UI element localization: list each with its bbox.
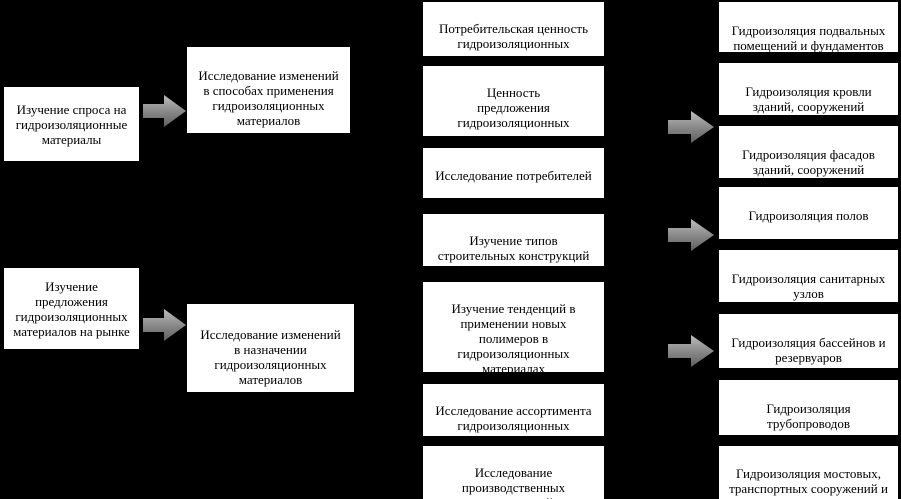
research-item: Потребительская ценность гидроизоляционн… — [423, 2, 604, 56]
research-item-label: Исследование ассортимента гидроизоляцион… — [435, 403, 592, 436]
purpose-change-label: Исследование изменений в назначении гидр… — [200, 327, 341, 387]
supply-study-label: Изучение предложения гидроизоляционных м… — [13, 278, 130, 339]
demand-study-label: Изучение спроса на гидроизоляционные мат… — [15, 101, 128, 147]
application-item-label: Гидроизоляция трубопроводов — [766, 401, 851, 431]
application-item: Гидроизоляция бассейнов и резервуаров — [719, 314, 898, 368]
arrow-to-applications-1 — [668, 111, 714, 143]
application-item-label: Гидроизоляция мостовых, транспортных соо… — [729, 466, 888, 499]
arrow-demand-to-methods — [143, 95, 186, 127]
application-item: Гидроизоляция мостовых, транспортных соо… — [719, 446, 898, 499]
application-item: Гидроизоляция санитарных узлов — [719, 250, 898, 302]
research-item: Изучение тенденций в применении новых по… — [423, 282, 604, 372]
arrow-to-applications-2 — [668, 219, 714, 251]
application-item-label: Гидроизоляция подвальных помещений и фун… — [731, 23, 886, 52]
application-item-label: Гидроизоляция фасадов зданий, сооружений — [742, 147, 875, 177]
research-item-label: Потребительская ценность гидроизоляционн… — [439, 21, 588, 56]
research-item-label: Изучение тенденций в применении новых по… — [451, 301, 576, 372]
application-item: Гидроизоляция полов — [719, 187, 898, 239]
research-item: Изучение типов строительных конструкций … — [423, 214, 604, 266]
application-item: Гидроизоляция фасадов зданий, сооружений — [719, 126, 898, 178]
research-item-label: Исследование производственных возможност… — [461, 465, 566, 499]
research-item-label: Исследование потребителей — [435, 168, 592, 183]
application-item-label: Гидроизоляция кровли зданий, сооружений — [745, 84, 872, 114]
application-item: Гидроизоляция подвальных помещений и фун… — [719, 2, 898, 52]
research-item-label: Изучение типов строительных конструкций … — [437, 233, 590, 266]
purpose-change-box: Исследование изменений в назначении гидр… — [187, 304, 354, 392]
research-item: Исследование потребителей — [423, 148, 604, 198]
application-item: Гидроизоляция кровли зданий, сооружений — [719, 63, 898, 115]
research-item-label: Ценность предложения гидроизоляционных м… — [457, 85, 570, 136]
research-item: Ценность предложения гидроизоляционных м… — [423, 66, 604, 136]
demand-study-box: Изучение спроса на гидроизоляционные мат… — [4, 87, 139, 161]
application-item-label: Гидроизоляция бассейнов и резервуаров — [731, 335, 886, 365]
arrow-supply-to-purpose — [143, 309, 186, 341]
arrow-to-applications-3 — [668, 335, 714, 367]
research-item: Исследование производственных возможност… — [423, 446, 604, 499]
research-item: Исследование ассортимента гидроизоляцион… — [423, 384, 604, 436]
application-item: Гидроизоляция трубопроводов — [719, 380, 898, 435]
methods-change-box: Исследование изменений в способах примен… — [187, 47, 350, 133]
methods-change-label: Исследование изменений в способах примен… — [198, 68, 339, 128]
application-item-label: Гидроизоляция полов — [748, 208, 869, 223]
application-item-label: Гидроизоляция санитарных узлов — [731, 271, 886, 301]
supply-study-box: Изучение предложения гидроизоляционных м… — [4, 268, 139, 349]
